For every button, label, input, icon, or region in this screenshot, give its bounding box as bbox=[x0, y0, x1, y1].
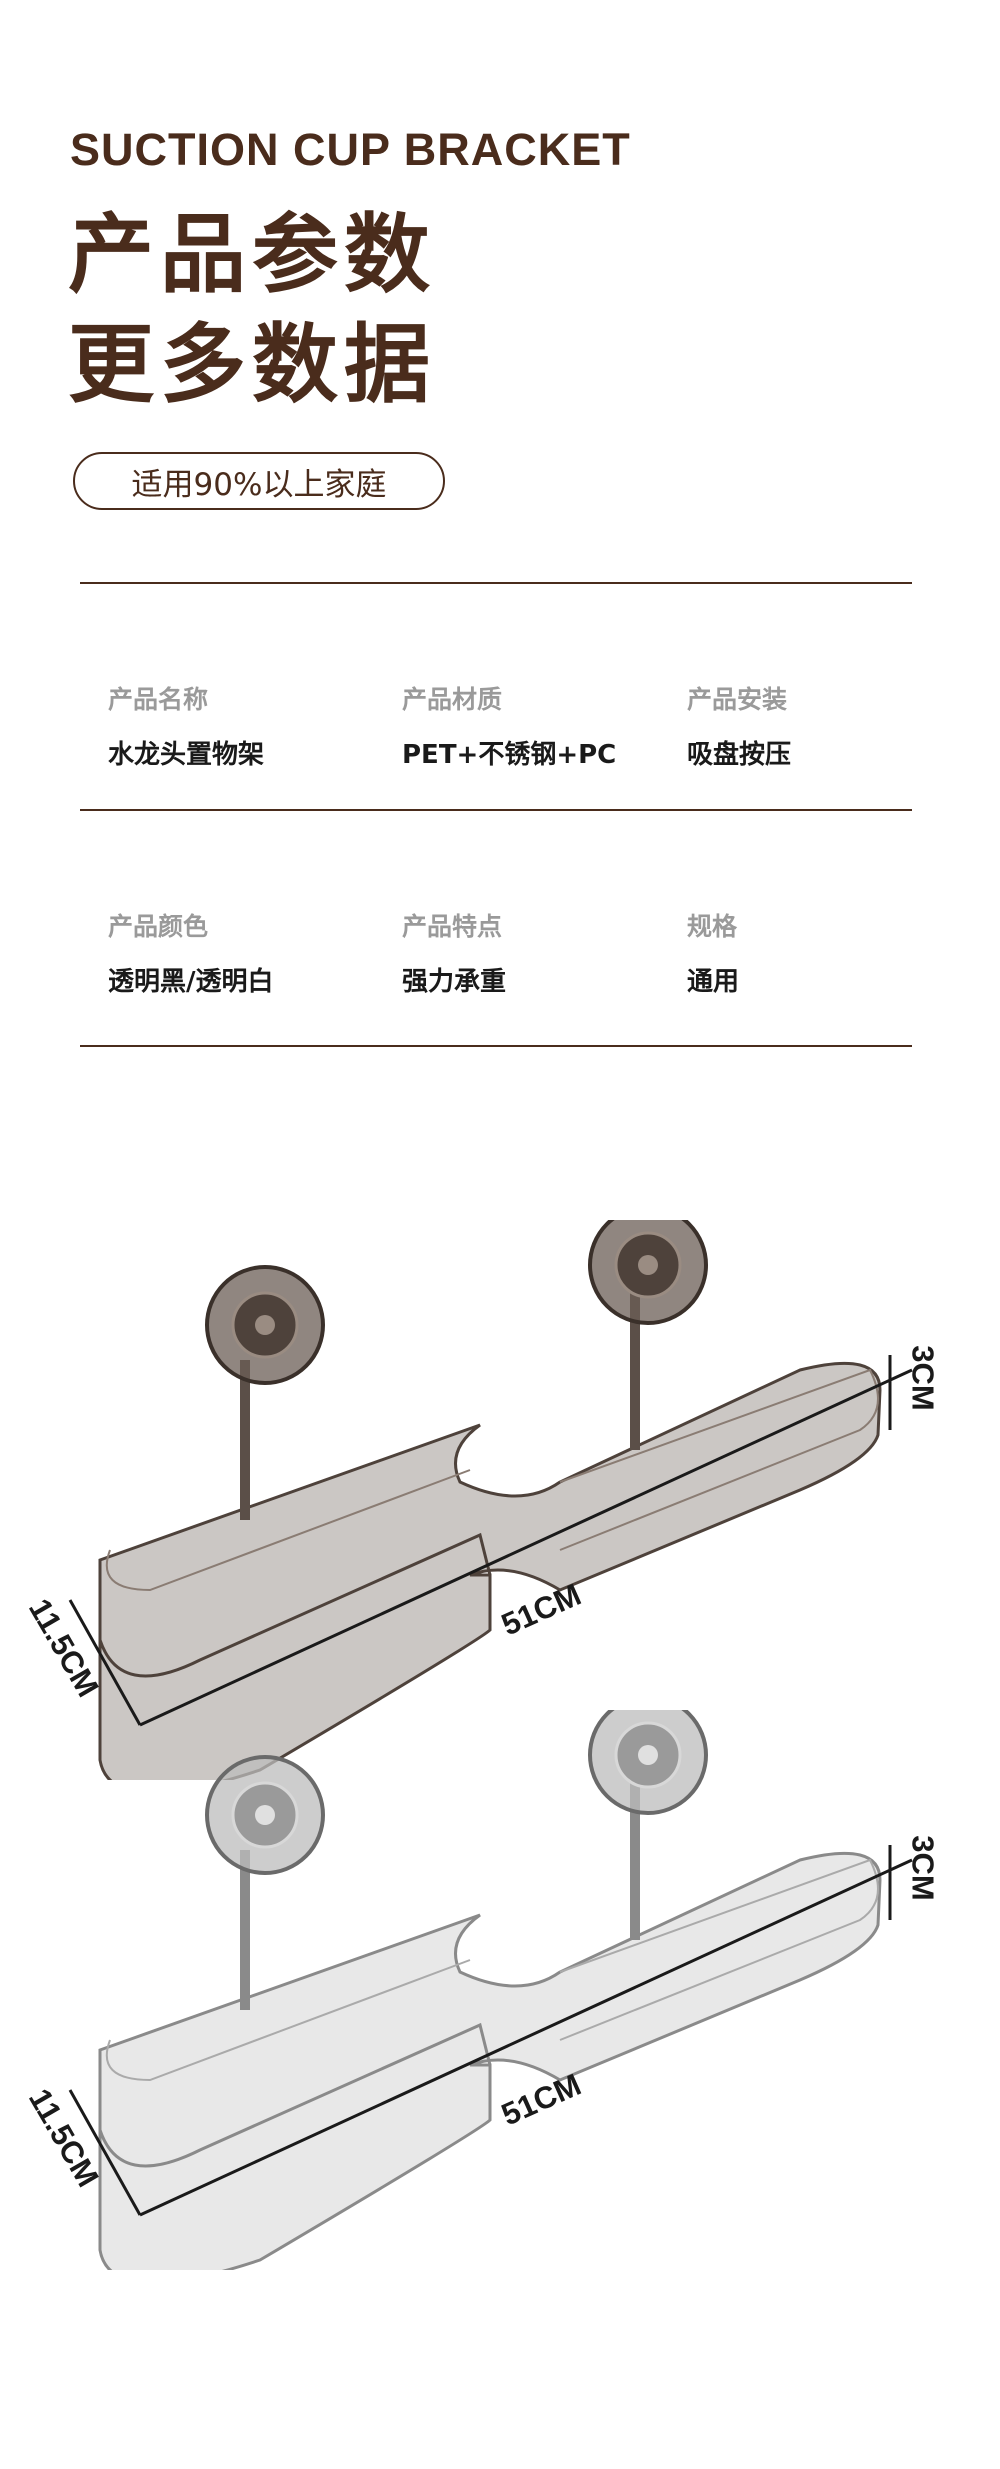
spec-label: 产品特点 bbox=[402, 912, 503, 941]
spec-value: PET+不锈钢+PC bbox=[402, 740, 617, 770]
faucet-rack-black-illustration bbox=[68, 1220, 913, 1780]
spec-name: 产品名称 水龙头置物架 bbox=[108, 680, 264, 771]
divider-middle bbox=[80, 809, 912, 811]
kicker-heading: SUCTION CUP BRACKET bbox=[70, 124, 631, 175]
spec-install: 产品安装 吸盘按压 bbox=[687, 680, 791, 771]
divider-bottom bbox=[80, 1045, 912, 1047]
suitability-pill: 适用90%以上家庭 bbox=[73, 452, 445, 510]
spec-value: 吸盘按压 bbox=[687, 740, 792, 770]
spec-label: 产品材质 bbox=[402, 685, 503, 714]
spec-value: 透明黑/透明白 bbox=[108, 967, 274, 997]
spec-label: 产品颜色 bbox=[108, 912, 209, 941]
spec-label: 产品名称 bbox=[108, 685, 209, 714]
product-image-white: 51CM 11.5CM 3CM bbox=[0, 1710, 1000, 2270]
divider-top bbox=[80, 582, 912, 584]
height-dimension: 3CM bbox=[905, 1345, 941, 1411]
page-title-line2: 更多数据 bbox=[68, 315, 436, 415]
spec-feature: 产品特点 强力承重 bbox=[402, 907, 506, 998]
product-image-black: 51CM 11.5CM 3CM bbox=[0, 1220, 1000, 1780]
spec-value: 水龙头置物架 bbox=[108, 740, 265, 770]
page-title-line1: 产品参数 bbox=[68, 205, 436, 305]
spec-color: 产品颜色 透明黑/透明白 bbox=[108, 907, 274, 998]
spec-label: 产品安装 bbox=[687, 685, 788, 714]
spec-value: 通用 bbox=[687, 967, 740, 997]
height-dimension: 3CM bbox=[905, 1835, 941, 1901]
faucet-rack-white-illustration bbox=[68, 1710, 913, 2270]
spec-label: 规格 bbox=[687, 912, 738, 941]
spec-material: 产品材质 PET+不锈钢+PC bbox=[402, 680, 616, 771]
spec-size: 规格 通用 bbox=[687, 907, 739, 998]
spec-value: 强力承重 bbox=[402, 967, 507, 997]
